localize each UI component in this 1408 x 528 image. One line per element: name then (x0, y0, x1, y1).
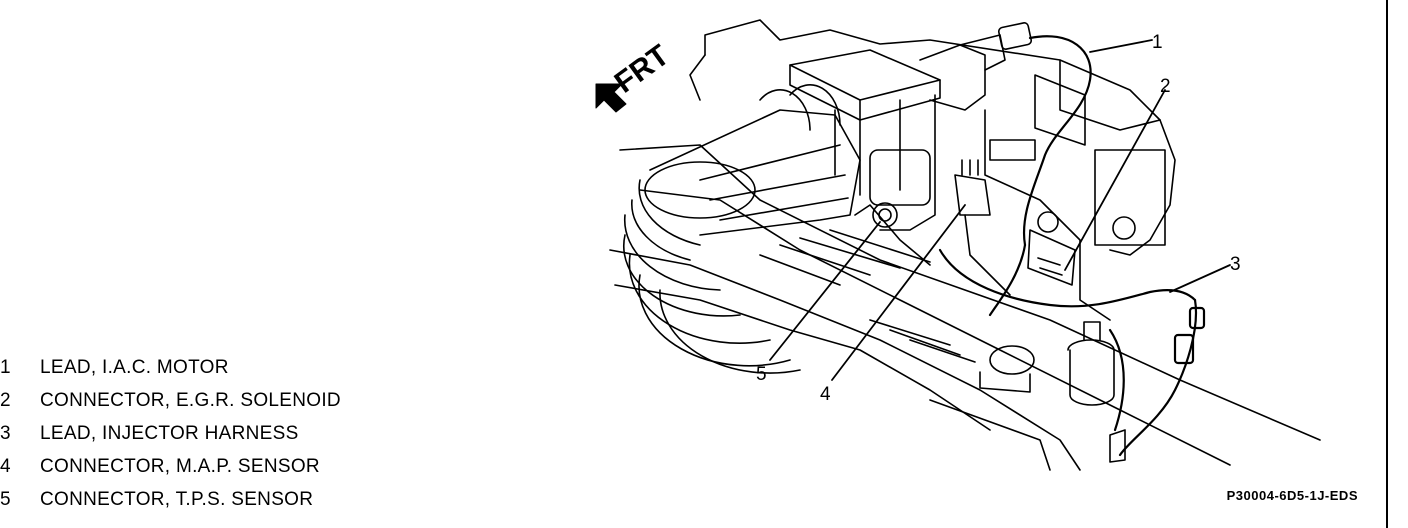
legend-number: 5 (0, 489, 11, 510)
legend-number: 4 (0, 456, 11, 477)
leader-line-5 (769, 221, 881, 361)
leader-line-3 (1169, 264, 1231, 293)
figure-reference-code: P30004-6D5-1J-EDS (1226, 488, 1358, 503)
callout-numbers: 1 2 3 4 5 (756, 32, 1241, 405)
callout-3: 3 (1230, 254, 1241, 275)
legend-item: 5 CONNECTOR, T.P.S. SENSOR (0, 483, 341, 516)
legend-label: LEAD, INJECTOR HARNESS (40, 423, 299, 444)
callout-2: 2 (1160, 76, 1171, 97)
intake-manifold-drawing (609, 19, 1321, 471)
legend-label: CONNECTOR, E.G.R. SOLENOID (40, 390, 341, 411)
legend-number: 3 (0, 423, 11, 444)
legend-number: 1 (0, 357, 11, 378)
legend-item: 3 LEAD, INJECTOR HARNESS (0, 417, 341, 450)
legend-label: CONNECTOR, T.P.S. SENSOR (40, 489, 314, 510)
legend-label: LEAD, I.A.C. MOTOR (40, 357, 229, 378)
legend-item: 1 LEAD, I.A.C. MOTOR (0, 351, 341, 384)
callout-1: 1 (1152, 32, 1163, 53)
leader-line-1 (1089, 39, 1153, 53)
component-legend: 1 LEAD, I.A.C. MOTOR 2 CONNECTOR, E.G.R. S… (0, 351, 341, 516)
callout-4: 4 (820, 384, 831, 405)
legend-number: 2 (0, 390, 11, 411)
legend-item: 4 CONNECTOR, M.A.P. SENSOR (0, 450, 341, 483)
leader-line-4 (831, 204, 966, 381)
throttle-body-drawing (789, 22, 1076, 296)
leader-line-2 (1064, 89, 1166, 271)
legend-item: 2 CONNECTOR, E.G.R. SOLENOID (0, 384, 341, 417)
page-border (1386, 0, 1388, 528)
front-direction-indicator: FRT (595, 39, 676, 113)
callout-leaders (769, 39, 1231, 381)
legend-label: CONNECTOR, M.A.P. SENSOR (40, 456, 320, 477)
wiring-harness-drawing (938, 35, 1206, 457)
front-label: FRT (609, 39, 676, 100)
air-intake-duct-drawing (622, 84, 861, 374)
front-arrow-icon (595, 83, 627, 113)
callout-5: 5 (756, 364, 767, 385)
